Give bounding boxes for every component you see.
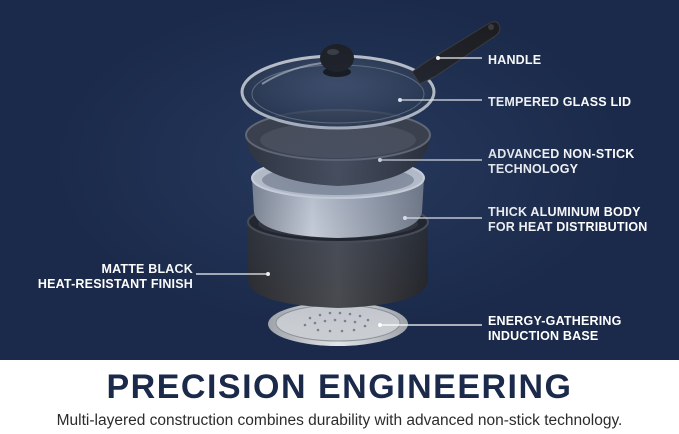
induction-base xyxy=(268,302,408,346)
callout-body: THICK ALUMINUM BODY FOR HEAT DISTRIBUTIO… xyxy=(488,205,648,235)
callout-dots xyxy=(266,56,440,327)
callout-handle: HANDLE xyxy=(488,53,541,68)
glass-lid xyxy=(240,44,436,130)
tagline: Multi-layered construction combines dura… xyxy=(56,412,623,429)
callout-body-line1: THICK ALUMINUM BODY xyxy=(488,205,641,219)
exploded-pot-illustration xyxy=(196,21,501,346)
handle xyxy=(411,21,501,85)
callout-lid-text: TEMPERED GLASS LID xyxy=(488,95,632,109)
headline: PRECISION ENGINEERING xyxy=(106,368,573,406)
callout-base: ENERGY-GATHERING INDUCTION BASE xyxy=(488,314,622,344)
callout-finish-line2: HEAT-RESISTANT FINISH xyxy=(37,277,193,291)
callout-base-line2: INDUCTION BASE xyxy=(488,329,599,343)
callout-nonstick-line1: ADVANCED NON-STICK xyxy=(488,147,635,161)
callout-lines xyxy=(196,57,482,326)
callout-base-line1: ENERGY-GATHERING xyxy=(488,314,622,328)
callout-nonstick: ADVANCED NON-STICK TECHNOLOGY xyxy=(488,147,634,177)
callout-handle-text: HANDLE xyxy=(488,53,542,67)
callout-body-line2: FOR HEAT DISTRIBUTION xyxy=(488,220,648,234)
callout-finish-line1: MATTE BLACK xyxy=(101,262,193,276)
callout-finish: MATTE BLACK HEAT-RESISTANT FINISH xyxy=(38,262,193,292)
callout-lid: TEMPERED GLASS LID xyxy=(488,95,631,110)
callout-nonstick-line2: TECHNOLOGY xyxy=(488,162,579,176)
hero-panel: HANDLE TEMPERED GLASS LID ADVANCED NON-S… xyxy=(0,0,679,360)
